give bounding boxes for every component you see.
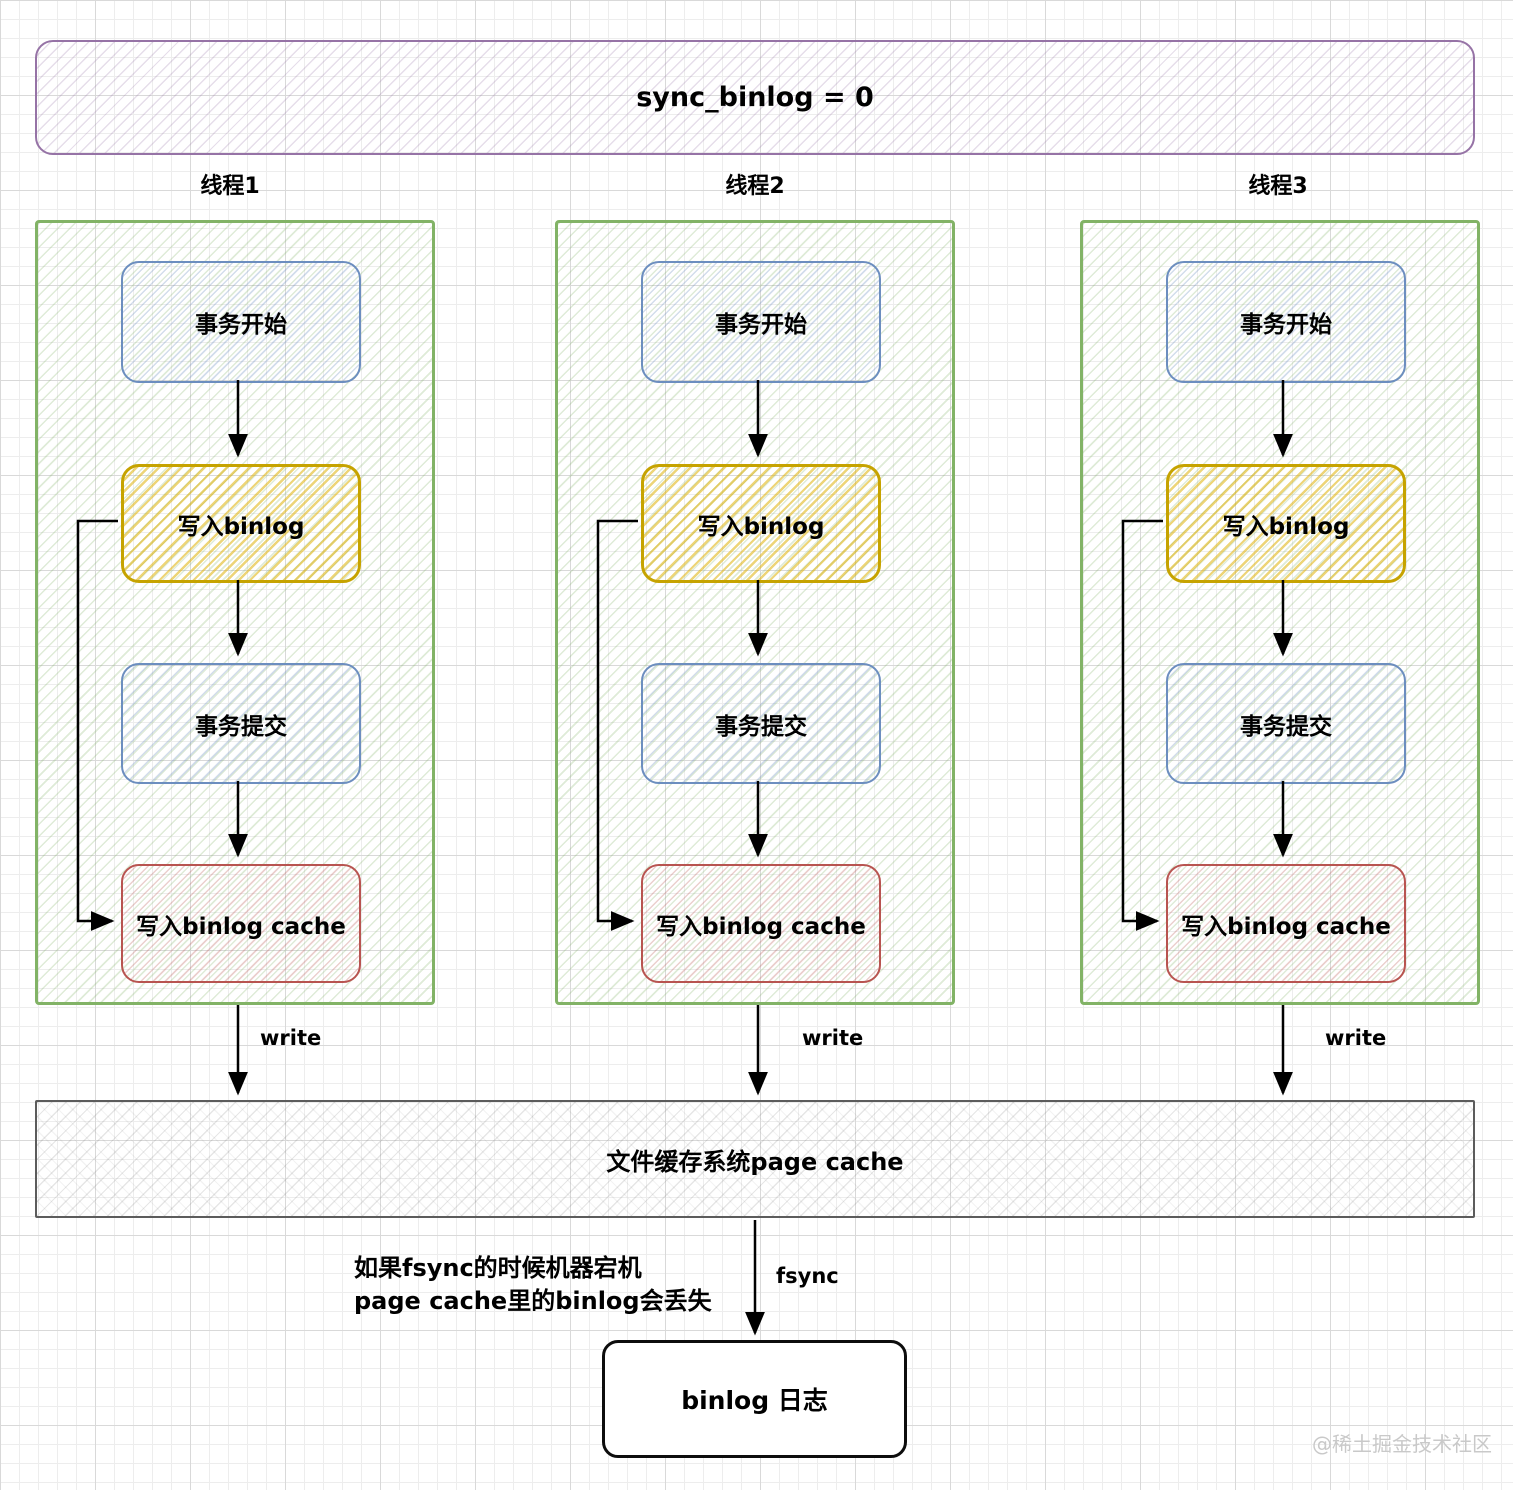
node-write-binlog: 写入binlog [641,464,881,583]
node-transaction-begin: 事务开始 [641,261,881,383]
thread-3-title: 线程3 [1248,174,1308,199]
node-write-binlog: 写入binlog [1166,464,1406,583]
node-transaction-commit: 事务提交 [641,663,881,784]
note-line-2: page cache里的binlog会丢失 [354,1287,712,1315]
fsync-crash-note: 如果fsync的时候机器宕机 page cache里的binlog会丢失 [354,1252,712,1318]
node-write-binlog-cache: 写入binlog cache [1166,864,1406,983]
sync-binlog-label: sync_binlog = 0 [636,82,874,113]
node-transaction-commit: 事务提交 [1166,663,1406,784]
fsync-label: fsync [776,1264,839,1288]
watermark: @稀土掘金技术社区 [1312,1432,1492,1456]
page-cache-label: 文件缓存系统page cache [606,1147,904,1176]
node-write-binlog: 写入binlog [121,464,361,583]
thread-1-title: 线程1 [200,174,260,199]
page-cache-box: 文件缓存系统page cache [35,1100,1475,1218]
node-transaction-commit: 事务提交 [121,663,361,784]
note-line-1: 如果fsync的时候机器宕机 [354,1254,642,1282]
node-write-binlog-cache: 写入binlog cache [641,864,881,983]
sync-binlog-banner: sync_binlog = 0 [35,40,1475,155]
write-label-2: write [802,1026,864,1050]
thread-1-container: 事务开始 写入binlog 事务提交 写入binlog cache [35,220,435,1005]
thread-3-container: 事务开始 写入binlog 事务提交 写入binlog cache [1080,220,1480,1005]
thread-2-title: 线程2 [725,174,785,199]
write-label-1: write [260,1026,322,1050]
write-label-3: write [1325,1026,1387,1050]
binlog-file-box: binlog 日志 [602,1340,907,1458]
binlog-file-label: binlog 日志 [681,1386,828,1415]
node-transaction-begin: 事务开始 [121,261,361,383]
node-write-binlog-cache: 写入binlog cache [121,864,361,983]
node-transaction-begin: 事务开始 [1166,261,1406,383]
thread-2-container: 事务开始 写入binlog 事务提交 写入binlog cache [555,220,955,1005]
